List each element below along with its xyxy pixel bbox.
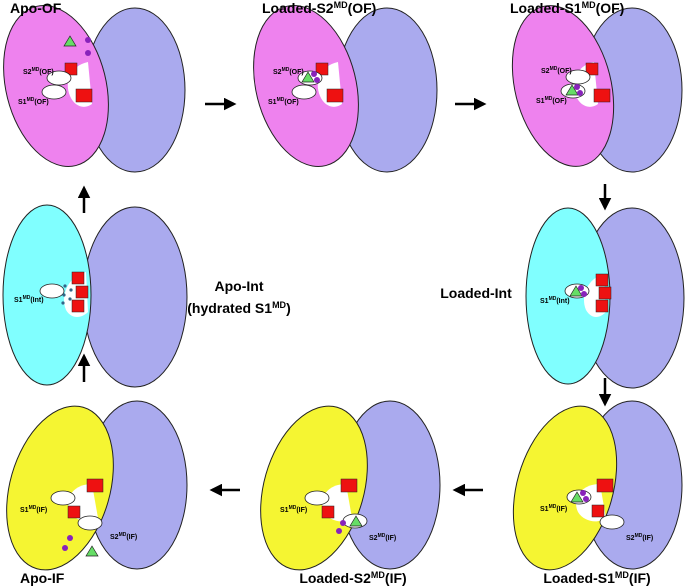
ion: [577, 90, 583, 96]
s2-label: S2MD(IF): [626, 533, 653, 542]
s2-site: [565, 69, 591, 85]
s2-site: [599, 514, 625, 530]
gate-s1: [596, 478, 614, 493]
gate-s2: [64, 62, 78, 76]
s1-label: S1MD(Int): [14, 295, 44, 304]
s2-label: S2MD(OF): [273, 67, 304, 76]
ligand-triangle: [349, 515, 363, 527]
gate-s1: [340, 478, 358, 493]
state-title: Loaded-S2MD(OF): [262, 0, 376, 16]
s1-site: [304, 490, 330, 506]
ion: [581, 291, 587, 297]
scaffold-domain: [82, 206, 188, 388]
state-loaded-s2-if: S1MD(IF) S2MD(IF) Loaded-S2MD(IF): [260, 400, 441, 586]
state-loaded-int: S1MD(Int) Loaded-Int: [440, 207, 685, 389]
gate-middle: [75, 285, 89, 299]
s2-label: S2MD(IF): [369, 533, 396, 542]
gate-s1: [593, 88, 611, 103]
ligand-triangle: [565, 84, 579, 96]
gate-s1: [326, 88, 344, 103]
gate-s2: [315, 62, 329, 76]
gate-s2: [591, 504, 605, 518]
gate-s2: [67, 505, 81, 519]
s1-label: S1MD(IF): [280, 505, 307, 514]
ion: [85, 50, 91, 56]
ion: [578, 285, 584, 291]
s2-label: S2MD(OF): [23, 67, 54, 76]
s1-site: [50, 490, 76, 506]
s1-label: S1MD(Int): [540, 296, 570, 305]
s2-label: S2MD(IF): [110, 532, 137, 541]
transport-domain: [512, 405, 618, 571]
ligand-triangle: [569, 285, 583, 297]
water-molecule: [68, 297, 72, 301]
water-molecule: [61, 301, 65, 305]
gate-s1: [86, 478, 104, 493]
ion: [583, 496, 589, 502]
gate-middle: [598, 286, 612, 300]
s1-site: [39, 283, 65, 299]
ion: [311, 71, 317, 77]
ion: [62, 545, 68, 551]
ion: [340, 520, 346, 526]
state-apo-if: S1MD(IF) S2MD(IF) Apo-IF: [6, 400, 188, 586]
water-molecule: [69, 288, 73, 292]
ion: [314, 77, 320, 83]
ion: [67, 535, 73, 541]
gate-s2: [585, 62, 599, 76]
state-loaded-s1-if: S1MD(IF) S2MD(IF) Loaded-S1MD(IF): [512, 400, 683, 586]
ion: [85, 37, 91, 43]
s1-site: [41, 84, 67, 100]
state-loaded-s2-of: S2MD(OF) S1MD(OF) Loaded-S2MD(OF): [253, 0, 438, 173]
s1-label: S1MD(IF): [20, 505, 47, 514]
state-title: Apo-IF: [20, 570, 65, 586]
state-subtitle: (hydrated S1MD): [187, 300, 290, 316]
gate-top: [595, 273, 609, 287]
ligand-triangle: [570, 491, 584, 503]
state-title: Loaded-S1MD(OF): [510, 0, 624, 16]
s1-label: S1MD(OF): [268, 97, 299, 106]
gate-top: [71, 271, 85, 285]
ligand-triangle: [85, 545, 99, 557]
s2-label: S2MD(OF): [541, 66, 572, 75]
state-apo-int: S1MD(Int) Apo-Int (hydrated S1MD): [2, 204, 291, 388]
ion: [336, 528, 342, 534]
state-title: Apo-OF: [10, 0, 62, 16]
state-title: Loaded-S2MD(IF): [299, 570, 406, 586]
gate-bottom: [595, 299, 609, 313]
gate-s2: [321, 505, 335, 519]
transport-domain: [511, 5, 615, 167]
s1-site: [291, 84, 317, 100]
state-apo-of: S2MD(OF) S1MD(OF) Apo-OF: [3, 0, 186, 173]
s2-site: [46, 70, 72, 86]
transition-arrows: [77, 97, 612, 497]
gate-s1: [75, 88, 93, 103]
ligand-triangle: [301, 71, 315, 83]
state-title: Loaded-Int: [440, 285, 512, 301]
ligand-triangle: [63, 35, 77, 47]
water-molecule: [62, 293, 66, 297]
s1-label: S1MD(OF): [18, 97, 49, 106]
ion: [574, 84, 580, 90]
gate-bottom: [71, 299, 85, 313]
s1-label: S1MD(OF): [536, 96, 567, 105]
s2-site: [77, 515, 103, 531]
state-loaded-s1-of: S2MD(OF) S1MD(OF) Loaded-S1MD(OF): [510, 0, 683, 173]
water-molecule: [63, 284, 67, 288]
state-title: Apo-Int: [215, 278, 264, 294]
state-title: Loaded-S1MD(IF): [543, 570, 650, 586]
ion: [580, 490, 586, 496]
s1-label: S1MD(IF): [540, 504, 567, 513]
